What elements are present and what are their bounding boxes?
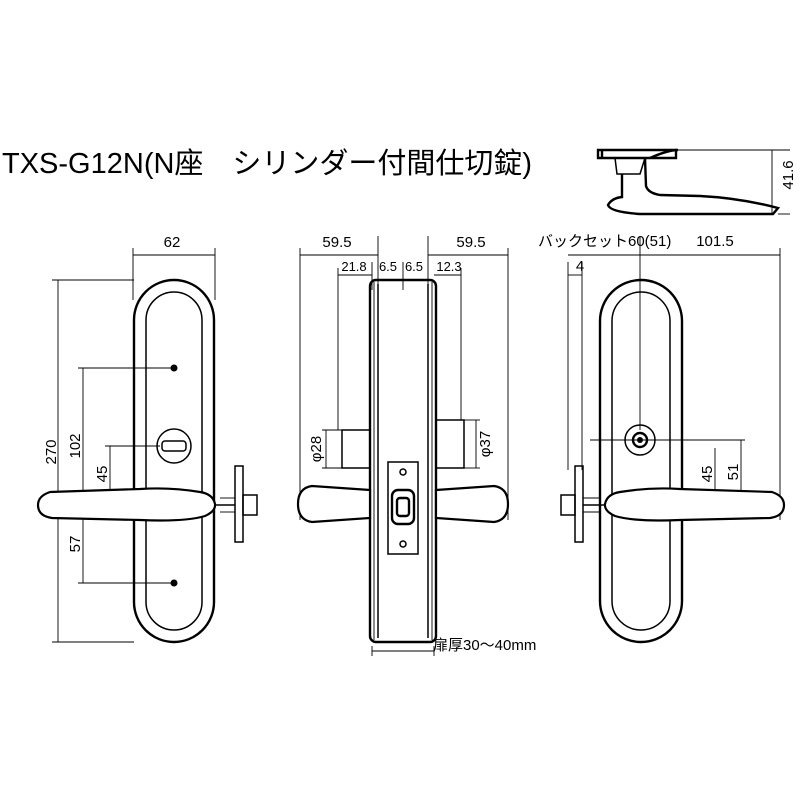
back-view: バックセット60(51) 101.5 4 45 51 [538, 233, 786, 644]
front-dim-45: 45 [94, 466, 111, 483]
front-height-label: 270 [43, 439, 60, 464]
product-title: TXS-G12N(N座 シリンダー付間仕切錠) [2, 147, 532, 180]
door-thickness-label: 扉厚30～40mm [433, 637, 536, 654]
handle-profile-view: 41.6 [596, 148, 797, 216]
side-dim-21-8: 21.8 [341, 259, 366, 274]
side-left-projection: 59.5 [322, 234, 351, 251]
front-dim-57: 57 [67, 536, 84, 553]
side-dim-6-5-left: 6.5 [379, 259, 397, 274]
front-view: 62 270 102 45 57 [36, 234, 258, 644]
handle-height-label: 41.6 [780, 160, 797, 189]
back-dim-45: 45 [699, 466, 716, 483]
front-width-label: 62 [164, 234, 181, 251]
side-dia-28: φ28 [308, 436, 325, 462]
back-dim-51: 51 [725, 464, 742, 481]
back-dim-101-5: 101.5 [696, 233, 734, 250]
side-dim-6-5-right: 6.5 [405, 259, 423, 274]
side-dia-37: φ37 [477, 431, 494, 457]
back-dim-4: 4 [576, 258, 584, 275]
side-dim-12-3: 12.3 [436, 259, 461, 274]
front-dim-102: 102 [67, 433, 84, 458]
backset-label: バックセット60(51) [538, 233, 671, 250]
side-right-projection: 59.5 [456, 234, 485, 251]
side-view: 59.5 59.5 21.8 6.5 6.5 12.3 φ28 φ37 [296, 234, 536, 656]
